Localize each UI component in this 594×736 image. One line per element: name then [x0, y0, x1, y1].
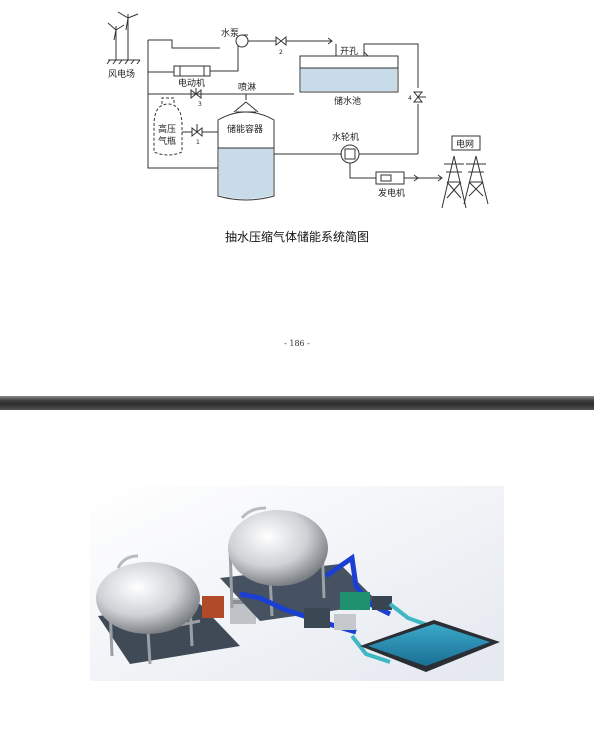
label-valve-4: 4 [408, 95, 412, 102]
label-high-pressure-2: 气瓶 [158, 135, 176, 147]
label-storage-vessel: 储能容器 [227, 123, 263, 135]
transmission-tower-icon [441, 155, 489, 209]
label-grid: 电网 [456, 138, 474, 150]
figure-caption: 抽水压缩气体储能系统简图 [224, 230, 369, 244]
label-valve-1: 1 [196, 139, 200, 146]
storage-vessel [217, 111, 275, 201]
system-diagram: 风电场 水泵 电动机 喷淋 高压 气瓶 储能容器 开孔 储水池 水轮机 发电机 … [106, 11, 489, 209]
label-motor: 电动机 [178, 77, 205, 89]
label-open-hole: 开孔 [340, 46, 358, 57]
label-valve-2: 2 [279, 49, 283, 56]
label-valve-3: 3 [198, 101, 202, 108]
motor-box [173, 65, 211, 77]
label-wind-farm: 风电场 [108, 68, 135, 80]
page-separator [0, 396, 594, 410]
grid-label-box [451, 135, 481, 151]
label-reservoir: 储水池 [334, 95, 361, 107]
system-3d-render [90, 486, 504, 681]
label-spray: 喷淋 [238, 81, 256, 93]
page-number: - 186 - [284, 339, 310, 348]
label-water-pump: 水泵 [221, 27, 239, 39]
wind-turbine-icon [106, 11, 141, 65]
label-turbine: 水轮机 [332, 131, 359, 143]
right-pressure-tank [228, 510, 328, 586]
generator-box [375, 171, 405, 185]
label-high-pressure-1: 高压 [158, 123, 176, 135]
label-generator: 发电机 [378, 187, 405, 199]
water-turbine-icon [340, 144, 360, 164]
document-page-bottom [0, 410, 594, 736]
document-page-top: 风电场 水泵 电动机 喷淋 高压 气瓶 储能容器 开孔 储水池 水轮机 发电机 … [106, 11, 489, 348]
left-pressure-tank [96, 562, 200, 634]
high-pressure-bottle [153, 103, 183, 156]
reservoir-tank [299, 55, 399, 93]
